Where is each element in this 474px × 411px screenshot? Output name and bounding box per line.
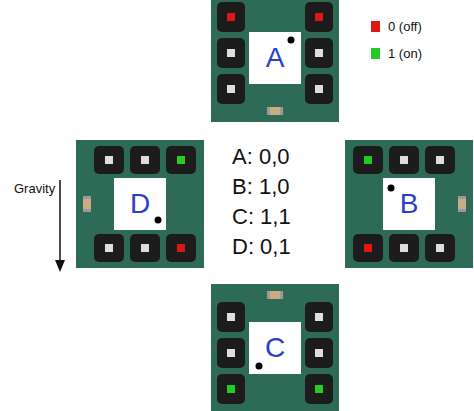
legend-text: 0 (off) xyxy=(388,19,422,34)
gravity-arrow xyxy=(59,180,61,262)
arrow-head xyxy=(55,260,65,272)
board-d xyxy=(76,140,204,268)
board-b xyxy=(345,140,473,268)
gravity-label: Gravity xyxy=(14,181,55,196)
board-letter-box: A xyxy=(249,32,301,84)
state-label: D: 0,1 xyxy=(232,234,291,260)
legend-row: 0 (off) xyxy=(371,19,422,34)
board-letter: A xyxy=(266,44,285,72)
legend-swatch xyxy=(371,48,380,59)
state-label: B: 1,0 xyxy=(232,174,289,200)
board-letter-box: C xyxy=(249,322,301,374)
board-letter-box: D xyxy=(114,178,166,230)
board-c xyxy=(211,284,339,411)
legend-text: 1 (on) xyxy=(388,46,422,61)
board-letter: B xyxy=(400,190,419,218)
state-label: C: 1,1 xyxy=(232,204,291,230)
board-a xyxy=(211,0,339,122)
board-letter: D xyxy=(130,190,150,218)
board-letter: C xyxy=(265,334,285,362)
state-label: A: 0,0 xyxy=(232,144,289,170)
legend-row: 1 (on) xyxy=(371,46,422,61)
board-letter-box: B xyxy=(383,178,435,230)
legend-swatch xyxy=(371,21,380,32)
